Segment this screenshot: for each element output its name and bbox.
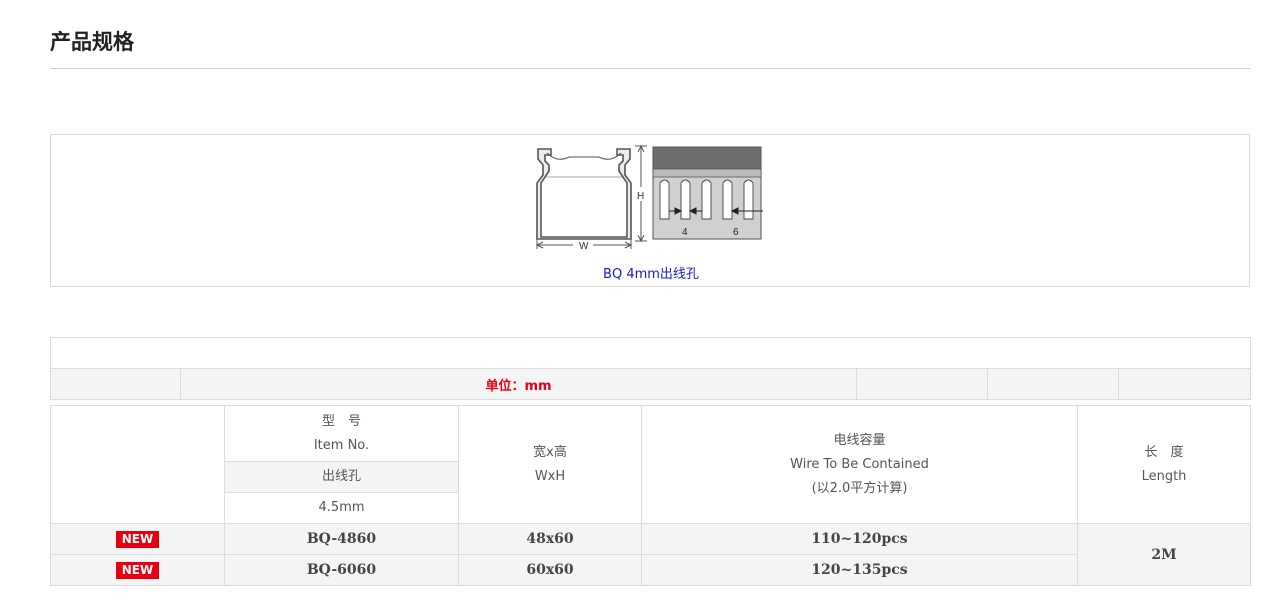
title-divider [50,68,1250,69]
spec-table: 型 号 Item No. 宽x高 WxH 电线容量 Wire To Be Con… [50,405,1251,586]
header-row-1: 型 号 Item No. 宽x高 WxH 电线容量 Wire To Be Con… [50,405,1251,524]
hole-header: 出线孔 [224,461,459,493]
cross-section-drawing [536,148,632,240]
wh-header-cn: 宽x高 [533,444,567,460]
blank-cell [49,337,1252,369]
hole-size-header: 4.5mm [224,492,459,524]
height-label: H [637,191,644,202]
new-badge: NEW [115,531,160,548]
wh-header-en: WxH [534,468,566,484]
header-row-2: 出线孔 [51,461,1251,493]
unit-row: 单位：mm [50,368,1252,400]
length-value-cell: 2M [1077,523,1251,586]
table-row: NEW BQ-4860 48x60 110~120pcs 2M [50,523,1251,586]
width-dimension [535,239,633,249]
model-cell: BQ-4860 [224,523,459,555]
unit-table: 单位：mm [49,337,1252,400]
capacity-cell: 120~135pcs [641,554,1078,586]
unit-cell-empty [856,368,988,400]
slot-width-label: 4 [682,227,688,238]
header-blank-cell [50,405,225,524]
unit-cell-empty [1117,368,1252,400]
item-no-header-cn: 型 号 [321,413,361,429]
slotted-side-view [652,146,763,240]
model-cell: BQ-6060 [224,554,459,586]
unit-cell-empty [987,368,1119,400]
wh-header: 宽x高 WxH [458,405,642,524]
unit-label: 单位：mm [180,368,857,400]
wire-header-en: Wire To Be Contained [790,456,929,472]
badge-cell: NEW [50,523,225,555]
wire-header-note: (以2.0平方计算) [811,480,908,496]
length-header-en: Length [1141,468,1187,484]
wire-header-cn: 电线容量 [833,432,886,448]
trunking-diagram: H W [535,144,763,252]
wire-capacity-header: 电线容量 Wire To Be Contained (以2.0平方计算) [641,405,1078,524]
width-label: W [579,241,589,252]
page-title: 产品规格 [50,30,134,54]
new-badge: NEW [115,562,160,579]
badge-cell: NEW [50,554,225,586]
unit-cell-empty [50,368,181,400]
unit-table-blank-row [49,337,1252,369]
item-no-header: 型 号 Item No. [224,405,459,462]
length-header: 长 度 Length [1077,405,1251,524]
slot-pitch-label: 6 [733,227,739,238]
product-diagram-panel: H W [50,134,1250,287]
table-row: NEW BQ-6060 60x60 120~135pcs [50,554,1251,586]
diagram-caption: BQ 4mm出线孔 [603,267,699,282]
item-no-header-en: Item No. [313,437,370,453]
size-cell: 48x60 [458,523,642,555]
size-cell: 60x60 [458,554,642,586]
length-header-cn: 长 度 [1144,444,1184,460]
height-dimension [635,144,647,243]
capacity-cell: 110~120pcs [641,523,1078,555]
